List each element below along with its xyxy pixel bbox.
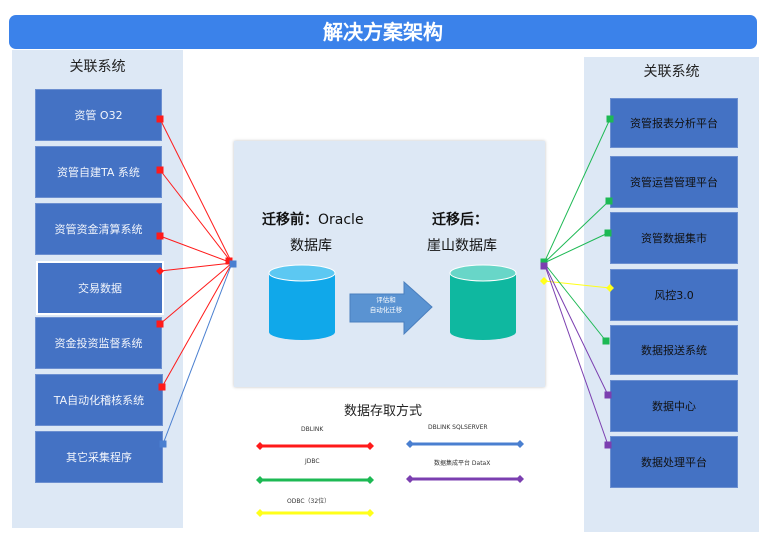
left-system-box[interactable]: 资管资金清算系统 xyxy=(35,203,162,255)
connector-end-marker xyxy=(158,383,166,391)
right-connection-line xyxy=(543,200,610,264)
left-connection-line xyxy=(159,118,233,264)
after-label: 迁移后： xyxy=(432,212,488,228)
connector-end-marker xyxy=(606,115,614,123)
right-system-box[interactable]: 风控3.0 xyxy=(610,269,738,321)
legend-label-odbc: ODBC（32位） xyxy=(287,498,331,505)
legend-line-end-marker xyxy=(516,440,524,448)
connector-end-marker xyxy=(605,197,613,205)
connector-end-marker xyxy=(604,229,612,237)
right-connection-line xyxy=(543,232,609,264)
right-system-box[interactable]: 数据处理平台 xyxy=(610,436,738,488)
left-connection-line xyxy=(162,262,233,445)
right-system-box[interactable]: 资管报表分析平台 xyxy=(610,98,738,148)
arrow-text-line2: 自动化迁移 xyxy=(369,306,403,314)
legend-line-end-marker xyxy=(366,476,374,484)
yashan-database-icon xyxy=(449,264,517,340)
connector-end-marker xyxy=(156,320,164,328)
legend-line-end-marker xyxy=(406,440,414,448)
left-panel-title: 关联系统 xyxy=(69,59,126,75)
right-hub-marker xyxy=(540,258,548,266)
connector-end-marker xyxy=(156,232,164,240)
left-connection-line xyxy=(161,262,233,388)
left-connection-line xyxy=(159,235,233,264)
legend-line-end-marker xyxy=(256,476,264,484)
legend-line-end-marker xyxy=(516,475,524,483)
left-connection-line xyxy=(159,169,233,264)
migration-arrow-icon xyxy=(349,280,433,336)
before-db-name: Oracle xyxy=(318,212,364,228)
right-connection-line xyxy=(543,280,611,289)
connector-end-marker xyxy=(604,441,612,449)
left-connection-line xyxy=(159,262,233,272)
right-connection-line xyxy=(543,262,609,396)
legend-label-jdbc: JDBC xyxy=(305,458,320,465)
arrow-text-line1: 评估和 xyxy=(376,296,396,304)
left-connection-line xyxy=(159,262,233,325)
after-db-subtitle: 崖山数据库 xyxy=(427,238,497,254)
connector-end-marker xyxy=(604,391,612,399)
legend-line-end-marker xyxy=(256,442,264,450)
connector-end-marker xyxy=(602,337,610,345)
after-migration-label: 迁移后： xyxy=(432,209,488,229)
legend-line-end-marker xyxy=(256,509,264,517)
right-system-box[interactable]: 资管运营管理平台 xyxy=(610,156,738,208)
connector-end-marker xyxy=(156,115,164,123)
left-system-box[interactable]: 资金投资监督系统 xyxy=(35,317,162,369)
right-connection-line xyxy=(543,262,607,342)
left-system-box[interactable]: 资管 O32 xyxy=(35,89,162,141)
left-hub-marker xyxy=(229,260,237,268)
before-db-subtitle: 数据库 xyxy=(290,238,332,254)
right-connection-line xyxy=(543,262,609,446)
left-system-box[interactable]: 资管自建TA 系统 xyxy=(35,146,162,198)
page-title: 解决方案架构 xyxy=(9,15,757,49)
connector-end-marker xyxy=(156,166,164,174)
oracle-database-icon xyxy=(268,264,336,340)
right-connection-line xyxy=(543,118,611,264)
legend-label-dblink: DBLINK xyxy=(301,426,324,433)
right-system-box[interactable]: 资管数据集市 xyxy=(610,212,738,264)
legend-title: 数据存取方式 xyxy=(344,404,423,419)
connector-end-marker xyxy=(159,440,167,448)
before-label: 迁移前： xyxy=(262,212,318,228)
right-system-box[interactable]: 数据报送系统 xyxy=(610,325,738,375)
left-hub-marker xyxy=(225,257,233,265)
left-system-box[interactable]: 其它采集程序 xyxy=(35,431,163,483)
legend-line-end-marker xyxy=(406,475,414,483)
legend-label-dblink-sqlserver: DBLINK SQLSERVER xyxy=(428,424,488,431)
right-hub-marker xyxy=(540,277,548,285)
migration-arrow-text: 评估和 自动化迁移 xyxy=(356,295,416,315)
legend-line-end-marker xyxy=(366,509,374,517)
connector-end-marker xyxy=(606,284,614,292)
right-system-box[interactable]: 数据中心 xyxy=(610,380,738,432)
legend-label-datax: 数据集成平台 DataX xyxy=(434,460,491,467)
migration-graphics xyxy=(268,264,517,340)
left-system-box[interactable]: 交易数据 xyxy=(36,261,164,315)
right-hub-marker xyxy=(540,262,548,270)
connector-end-marker xyxy=(156,267,164,275)
before-migration-label: 迁移前：Oracle xyxy=(262,209,364,229)
legend-line-end-marker xyxy=(366,442,374,450)
left-system-box[interactable]: TA自动化稽核系统 xyxy=(35,374,163,426)
right-panel-title: 关联系统 xyxy=(643,64,700,80)
migration-panel: 迁移前：Oracle 数据库 迁移后： 崖山数据库 评估和 自动化迁移 xyxy=(234,141,545,387)
